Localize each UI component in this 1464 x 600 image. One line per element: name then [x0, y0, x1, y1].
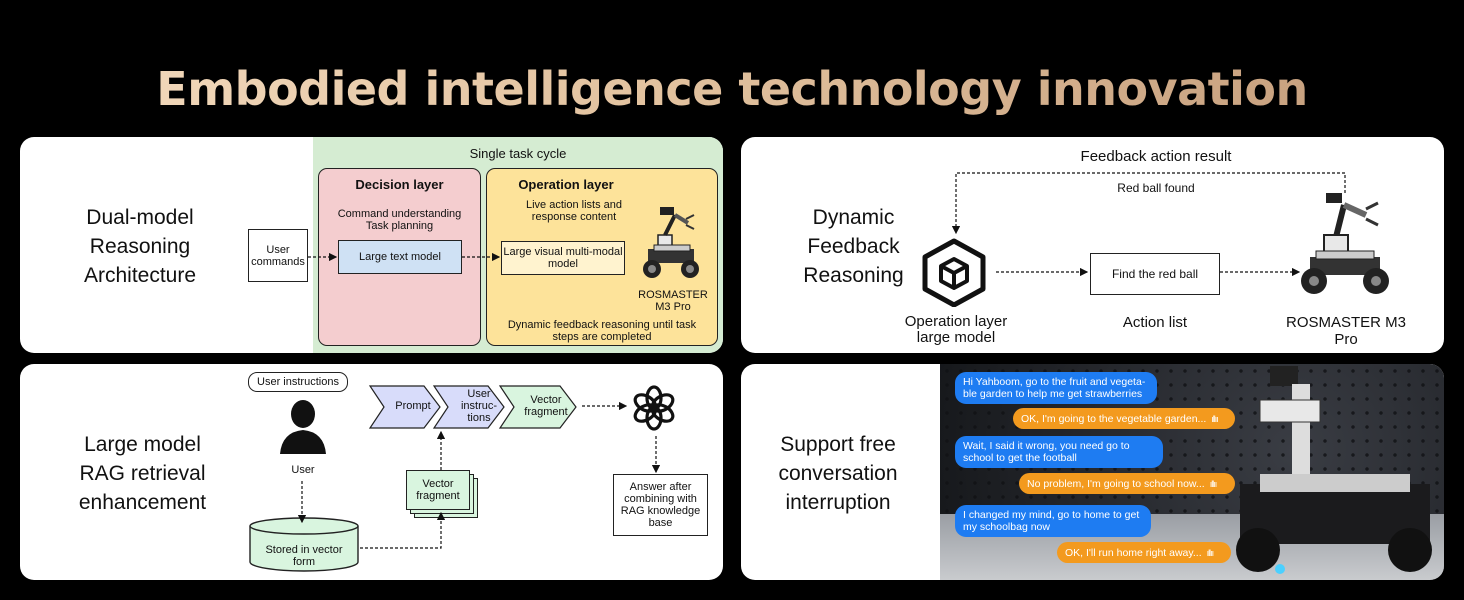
panel-title: Dynamic Feedback Reasoning	[803, 206, 904, 287]
operation-layer-desc: Live action lists and response content	[526, 199, 622, 223]
visual-model-box: Large visual multi-modal model	[501, 241, 625, 275]
prompt-label: Prompt	[395, 400, 431, 412]
voice-wave-icon: ıllıı	[1209, 478, 1217, 489]
large-text-model-box: Large text model	[338, 240, 462, 274]
robot-label: ROSMASTER M3 Pro	[638, 289, 708, 313]
robot-shape	[1236, 366, 1432, 574]
page-title: Embodied intelligence technology innovat…	[0, 62, 1464, 116]
panel-rag: Large model RAG retrieval enhancement Us…	[20, 364, 723, 580]
chat-message-5: I changed my mind, go to home to get my …	[955, 505, 1151, 537]
red-ball-found-label: Red ball found	[1117, 181, 1195, 195]
cube-model-icon	[919, 237, 989, 308]
user-label: User	[291, 464, 315, 476]
action-list-label: Action list	[1122, 314, 1188, 331]
chat-message-2-text: OK, I'm going to the vegetable garden...	[1021, 412, 1207, 425]
voice-wave-icon: ıllıı	[1206, 547, 1214, 558]
user-instructions-bubble: User instructions	[248, 372, 348, 392]
chat-message-6: OK, I'll run home right away... ıllıı	[1057, 542, 1231, 563]
panel-title: Large model RAG retrieval enhancement	[78, 433, 207, 514]
stored-vector-cylinder	[248, 516, 360, 574]
user-instructions-label: User instruc-tions	[460, 388, 498, 424]
voice-wave-icon: ıllıı	[1211, 413, 1218, 424]
panel2-arrows	[951, 172, 1346, 277]
robot-image	[638, 205, 704, 287]
stored-vector-label: Stored in vector form	[265, 544, 343, 568]
user-commands-box: User commands	[248, 229, 308, 282]
panel-dual-model: Dual-model Reasoning Architecture Single…	[20, 137, 723, 353]
panel-title: Dual-model Reasoning Architecture	[83, 206, 197, 287]
single-task-cycle-label: Single task cycle	[469, 146, 567, 161]
vector-fragment-chevron-label: Vector fragment	[524, 394, 568, 418]
openai-logo-icon	[630, 384, 678, 432]
panel-title: Support free conversation interruption	[778, 433, 898, 514]
chat-message-2: OK, I'm going to the vegetable garden...…	[1013, 408, 1235, 429]
chat-message-3: Wait, I said it wrong, you need go to sc…	[955, 436, 1163, 468]
find-red-ball-box: Find the red ball	[1090, 253, 1220, 295]
chat-message-6-text: OK, I'll run home right away...	[1065, 546, 1202, 559]
decision-layer-desc: Command understanding Task planning	[337, 208, 462, 232]
vector-fragment-stack: Vector fragment	[406, 470, 470, 510]
chat-message-4-text: No problem, I'm going to school now...	[1027, 477, 1205, 490]
feedback-result-label: Feedback action result	[1080, 148, 1232, 165]
operation-layer-title: Operation layer	[518, 177, 614, 192]
robot-label: ROSMASTER M3 Pro	[1286, 314, 1407, 348]
decision-layer-title: Decision layer	[355, 177, 444, 192]
chevron-stack	[368, 384, 580, 430]
panel3-arrows	[297, 401, 661, 549]
op-large-model-label: Operation layer large model	[904, 313, 1008, 346]
user-icon	[278, 396, 328, 456]
robot-image	[1296, 189, 1396, 299]
panel-conversation: Support free conversation interruption H…	[741, 364, 1444, 580]
chat-message-1: Hi Yahboom, go to the fruit and vegeta-b…	[955, 372, 1157, 404]
panel1-arrows	[308, 252, 501, 262]
feedback-note: Dynamic feedback reasoning until task st…	[507, 319, 697, 343]
panel-dynamic-feedback: Dynamic Feedback Reasoning Feedback acti…	[741, 137, 1444, 353]
robot-illustration	[643, 207, 699, 278]
answer-box: Answer after combining with RAG knowledg…	[613, 474, 708, 536]
chat-message-4: No problem, I'm going to school now... ı…	[1019, 473, 1235, 494]
